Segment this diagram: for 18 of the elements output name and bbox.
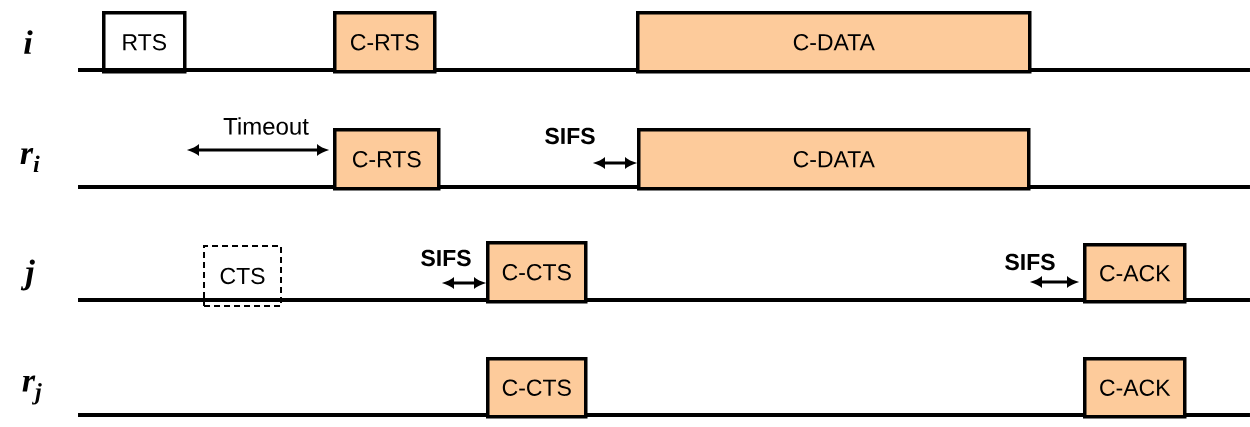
interval-label: SIFS: [1005, 253, 1055, 271]
frame-box: C-CTS: [486, 357, 588, 419]
frame-box: C-CTS: [486, 241, 588, 304]
frame-box: C-RTS: [333, 128, 441, 191]
frame-box: C-DATA: [637, 128, 1031, 191]
row-label: r$_{j}$: [22, 375, 42, 405]
row-label: j: [20, 259, 35, 291]
frame-box: RTS: [102, 11, 187, 74]
frame-box: C-ACK: [1083, 243, 1187, 304]
dashed-frame-box: CTS: [203, 245, 282, 307]
row-label: r$_{i}$: [20, 148, 40, 172]
interval-label: SIFS: [421, 249, 471, 267]
row-label: i: [24, 30, 33, 54]
frame-box: C-DATA: [636, 11, 1032, 74]
interval-label: Timeout: [223, 117, 309, 135]
interval-label: SIFS: [545, 127, 595, 145]
frame-box: C-RTS: [333, 11, 437, 74]
frame-box: C-ACK: [1083, 357, 1187, 419]
